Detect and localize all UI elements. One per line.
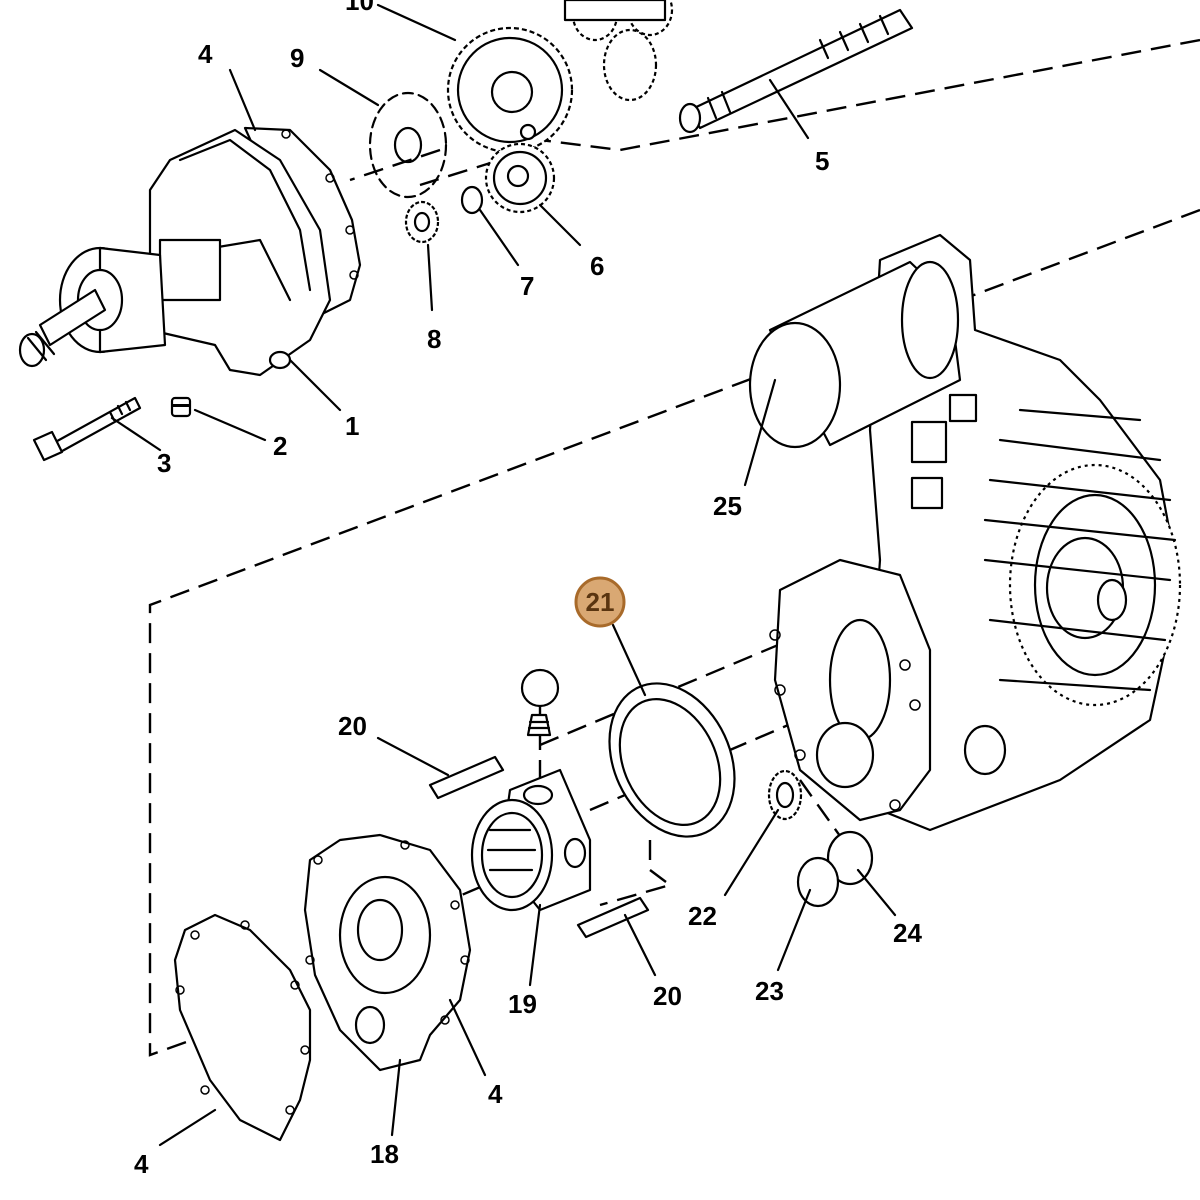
highlight-marker-21[interactable]: 21 [574, 576, 626, 628]
label-7: 7 [520, 271, 534, 301]
part-10-gear-cluster [368, 0, 914, 244]
pump-housing [769, 558, 1007, 822]
label-25: 25 [713, 491, 742, 521]
label-8: 8 [427, 324, 441, 354]
part-1-axle-housing [18, 126, 362, 377]
label-19: 19 [508, 989, 537, 1019]
label-4-right: 4 [488, 1079, 503, 1109]
bearing-8 [404, 200, 440, 244]
axle-tube [18, 246, 167, 368]
label-20-left: 20 [338, 711, 367, 741]
label-18: 18 [370, 1139, 399, 1169]
label-24: 24 [893, 918, 922, 948]
ring-7 [460, 185, 484, 215]
check-ball-and-spring [520, 668, 560, 737]
label-9: 9 [290, 43, 304, 73]
part-19-cylinder-block [470, 768, 592, 912]
part-20-pins [428, 755, 650, 939]
washer-9 [368, 91, 448, 199]
label-4-top: 4 [198, 39, 213, 69]
part-2-plug [170, 396, 192, 418]
label-2: 2 [273, 431, 287, 461]
label-4-bottom: 4 [134, 1149, 149, 1179]
label-3: 3 [157, 448, 171, 478]
label-21: 21 [586, 587, 615, 617]
label-20-bottom: 20 [653, 981, 682, 1011]
part-18-end-cap [303, 833, 472, 1072]
gear-6 [484, 142, 556, 214]
label-23: 23 [755, 976, 784, 1006]
leader-lines [110, 3, 897, 1147]
shaft-5 [678, 8, 914, 134]
cooling-fan [983, 408, 1182, 707]
part-3-bolt [32, 396, 142, 462]
part-labels: 10 4 9 5 6 7 8 1 2 3 25 21 20 20 22 24 2… [134, 0, 922, 1179]
motor-can [748, 260, 962, 449]
small-gears [563, 0, 674, 102]
part-22-bearing [767, 769, 803, 821]
part-25-motor-housing [748, 233, 1182, 832]
label-6: 6 [590, 251, 604, 281]
label-10: 10 [345, 0, 374, 16]
tab-blocks [910, 393, 978, 510]
part-4-gasket-bottom [173, 913, 312, 1142]
part-21-ring [608, 682, 736, 838]
label-1: 1 [345, 411, 359, 441]
label-5: 5 [815, 146, 829, 176]
label-22: 22 [688, 901, 717, 931]
large-gear [446, 26, 574, 154]
